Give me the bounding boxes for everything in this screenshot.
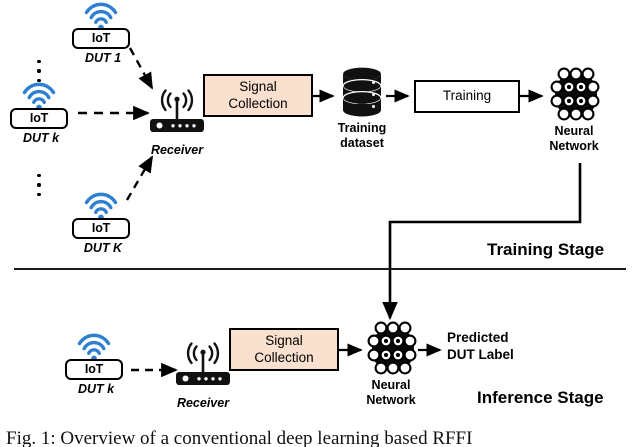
dataset-line1: Training [337, 121, 387, 135]
training-box[interactable]: Training [414, 80, 520, 113]
stage-divider [14, 268, 626, 271]
ellipsis-bottom [36, 174, 42, 202]
figure-caption: Fig. 1: Overview of a conventional deep … [6, 428, 473, 447]
neural-network-label-inference: Neural Network [353, 378, 429, 408]
arrow-signal-to-nn-inference [339, 343, 363, 357]
nn-line2: Network [549, 138, 599, 153]
dut-name-label: DUT 1 [84, 51, 122, 65]
dut-name-label: DUT k [77, 382, 115, 396]
signal-collection-line2: Collection [254, 349, 314, 365]
signal-collection-line1: Signal [239, 79, 277, 95]
signal-collection-box-inference[interactable]: Signal Collection [229, 328, 339, 371]
iot-box-label: IoT [72, 218, 130, 239]
arrow-nn-to-prediction [418, 343, 442, 357]
dut-name-label: DUT K [83, 241, 123, 255]
signal-collection-line2: Collection [228, 95, 288, 111]
iot-box-label: IoT [72, 28, 130, 49]
training-stage-label: Training Stage [487, 240, 605, 259]
prediction-line1: Predicted [447, 330, 509, 345]
neural-network-training: Neural Network [549, 66, 602, 153]
receiver-label: Receiver [176, 396, 230, 410]
receiver-label: Receiver [150, 143, 204, 157]
router-icon [174, 342, 232, 387]
nn-line2: Network [366, 392, 416, 407]
training-dataset-label: Training dataset [324, 121, 400, 151]
neural-network-label-training: Neural Network [536, 124, 612, 154]
dataset-line2: dataset [340, 135, 384, 150]
iot-box-label: IoT [10, 108, 68, 129]
nn-line1: Neural [554, 124, 594, 138]
ellipsis-top [36, 60, 42, 88]
signal-collection-box-training[interactable]: Signal Collection [203, 74, 313, 117]
neural-network-icon [367, 321, 417, 375]
prediction-output-label: Predicted DUT Label [447, 330, 514, 364]
training-box-label: Training [442, 88, 492, 104]
inference-stage-label: Inference Stage [477, 388, 604, 407]
prediction-line2: DUT Label [447, 346, 514, 362]
arrow-training-to-nn [520, 89, 544, 103]
nn-line1: Neural [371, 378, 411, 392]
iot-box-label: IoT [65, 359, 123, 380]
arrow-signal-to-dataset [313, 89, 335, 103]
arrow-dataset-to-training [386, 89, 410, 103]
signal-collection-line1: Signal [265, 333, 303, 349]
neural-network-inference: Neural Network [366, 320, 419, 407]
training-dataset-icon: Training dataset [338, 66, 386, 150]
receiver-device-training[interactable]: Receiver [146, 87, 208, 157]
dut-name-label: DUT k [22, 131, 60, 145]
receiver-device-inference[interactable]: Receiver [172, 340, 234, 410]
